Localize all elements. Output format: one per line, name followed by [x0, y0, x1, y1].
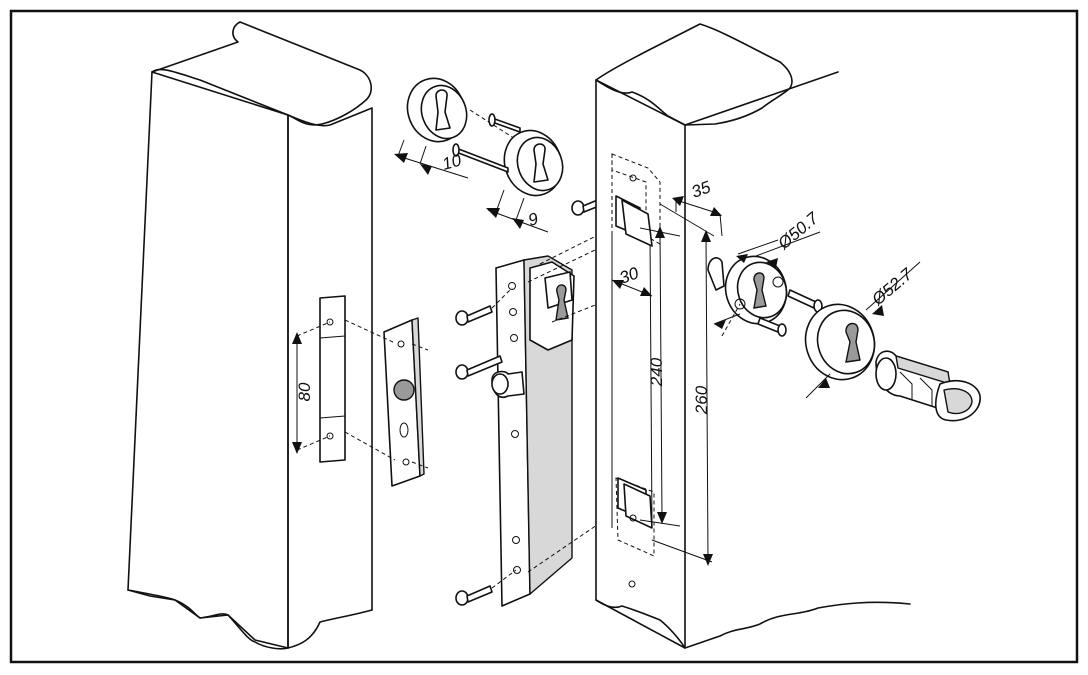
dimension-9-label: 9: [526, 209, 541, 230]
dimension-80-label: 80: [295, 382, 314, 401]
cylinder-rosette-small: Ø50.7: [707, 208, 823, 337]
diagram-frame: [9, 9, 1079, 664]
dimension-260: 260: [651, 203, 715, 566]
dimension-35-label: 35: [689, 177, 714, 202]
rosette-screws: [452, 113, 521, 173]
dimension-10: 10: [394, 139, 469, 179]
euro-cylinder: [875, 350, 981, 422]
mortise-cutout: [611, 153, 661, 588]
dimension-10-label: 10: [440, 150, 464, 173]
strike-plate: [344, 317, 429, 487]
rosette-ring-back: [406, 77, 521, 143]
dimension-260-label: 260: [692, 385, 711, 415]
rosette-small-screws: [757, 289, 823, 337]
dimension-9: 9: [486, 189, 549, 233]
mortise-lock-body: [491, 225, 617, 607]
left-strike-recess: [319, 295, 346, 463]
left-door-frame: [127, 21, 373, 650]
dimension-240: 240: [639, 226, 681, 527]
dimension-52-7-label: Ø52.7: [868, 264, 917, 309]
dimension-50-7-label: Ø50.7: [774, 208, 823, 253]
rosette-ring-front: [503, 129, 564, 197]
dimension-80: 80: [292, 321, 331, 454]
dimension-240-label: 240: [647, 357, 666, 387]
